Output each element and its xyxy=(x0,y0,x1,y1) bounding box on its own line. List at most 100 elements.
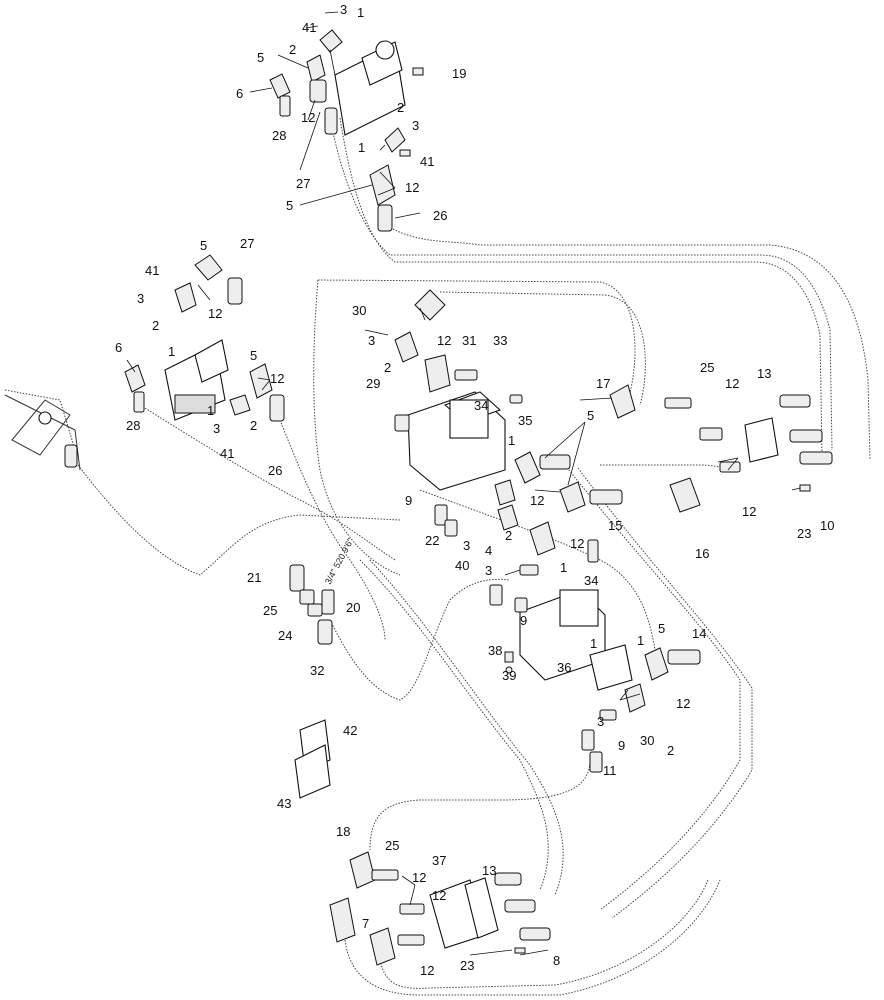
lower-fitting-3 xyxy=(599,709,617,721)
callout-26: 26 xyxy=(268,463,282,478)
right-manifold xyxy=(664,394,833,492)
upper-fitting-31 xyxy=(424,354,451,393)
callout-12: 12 xyxy=(420,963,434,978)
callout-7: 7 xyxy=(362,916,369,931)
center-fitting-5b xyxy=(559,481,586,513)
callout-3: 3 xyxy=(412,118,419,133)
callout-32: 32 xyxy=(310,663,324,678)
left-center-adapters xyxy=(289,564,335,645)
callout-12: 12 xyxy=(270,371,284,386)
bottom-elbow-18 xyxy=(349,851,376,889)
callout-13: 13 xyxy=(757,366,771,381)
callout-30: 30 xyxy=(640,733,654,748)
upper-fitting-9 xyxy=(434,504,448,526)
callout-5: 5 xyxy=(587,408,594,423)
hose-diag-2 xyxy=(359,559,549,891)
hose-left-run xyxy=(313,279,401,576)
left-fitting-5 xyxy=(194,254,223,281)
callout-1: 1 xyxy=(207,403,214,418)
lower-block-plate xyxy=(589,644,633,691)
hose-top-long-3 xyxy=(384,224,871,461)
upper-fitting-12 xyxy=(414,289,446,321)
lower-fitting-12 xyxy=(624,683,646,713)
callout-1: 1 xyxy=(590,636,597,651)
lower-fitting-5 xyxy=(644,647,669,681)
callout-12: 12 xyxy=(301,110,315,125)
top-hose-end-27 xyxy=(324,107,338,135)
manifold-13-plate xyxy=(744,417,779,463)
callout-42: 42 xyxy=(343,723,357,738)
callout-41: 41 xyxy=(220,446,234,461)
hose-top-long-2 xyxy=(339,117,823,456)
callout-12: 12 xyxy=(208,306,222,321)
callout-3: 3 xyxy=(213,421,220,436)
callout-16: 16 xyxy=(695,546,709,561)
bottom-screw-8 xyxy=(514,947,526,954)
upper-fitting-40 xyxy=(444,519,458,537)
top-valve-cap xyxy=(375,40,395,60)
hose-bottom-loop xyxy=(369,759,591,851)
callout-12: 12 xyxy=(432,888,446,903)
callout-18: 18 xyxy=(336,824,350,839)
callout-27: 27 xyxy=(296,176,310,191)
callout-9: 9 xyxy=(405,493,412,508)
center-fitting-15b xyxy=(587,539,599,563)
callout-6: 6 xyxy=(236,86,243,101)
left-valve-solenoid xyxy=(194,339,229,383)
hose-left-down xyxy=(279,419,386,641)
hose-to-manifold-right xyxy=(600,464,741,471)
callout-2: 2 xyxy=(384,360,391,375)
callout-19: 19 xyxy=(452,66,466,81)
callout-1: 1 xyxy=(560,560,567,575)
left-hose-end-27 xyxy=(227,277,243,305)
top-elbow-6 xyxy=(269,73,291,99)
upper-adapter-33 xyxy=(454,369,478,381)
callout-30: 30 xyxy=(352,303,366,318)
callout-9: 9 xyxy=(520,613,527,628)
lower-fitting-9c xyxy=(581,729,595,751)
upper-solenoid-34 xyxy=(449,399,489,439)
callout-25: 25 xyxy=(385,838,399,853)
top-adapter-12 xyxy=(309,79,327,103)
callout-1: 1 xyxy=(168,344,175,359)
callout-43: 43 xyxy=(277,796,291,811)
callout-29: 29 xyxy=(366,376,380,391)
callout-11: 11 xyxy=(603,763,617,778)
bottom-elbow-7 xyxy=(369,927,396,966)
callout-34: 34 xyxy=(584,573,598,588)
callout-41: 41 xyxy=(420,154,434,169)
lower-fitting-9b xyxy=(514,597,528,613)
callout-1: 1 xyxy=(358,140,365,155)
callout-3: 3 xyxy=(597,714,604,729)
callout-36: 36 xyxy=(557,660,571,675)
top-hose-end-28 xyxy=(279,95,291,117)
top-elbow-2b xyxy=(384,127,406,153)
hose-mid-loop-2 xyxy=(439,291,646,406)
center-fittings xyxy=(494,384,701,576)
plug-38 xyxy=(504,651,514,663)
callout-12: 12 xyxy=(412,870,426,885)
hose-left-crossover xyxy=(77,464,401,576)
lower-hose-end-14 xyxy=(667,649,701,665)
callout-12: 12 xyxy=(570,536,584,551)
top-valve-assembly xyxy=(269,29,424,232)
fitting-17 xyxy=(609,384,636,419)
left-hose-end-26 xyxy=(269,394,285,422)
manifold-fitting-12 xyxy=(699,427,723,441)
center-valve-block-lower xyxy=(489,584,701,773)
top-elbow-2 xyxy=(319,29,343,53)
callout-38: 38 xyxy=(488,643,502,658)
callout-28: 28 xyxy=(126,418,140,433)
hose-tl-corner xyxy=(4,389,76,451)
callout-39: 39 xyxy=(502,668,516,683)
callout-28: 28 xyxy=(272,128,286,143)
bracket-assembly xyxy=(294,719,331,799)
callout-12: 12 xyxy=(676,696,690,711)
frame-line-1 xyxy=(4,394,81,471)
washer-39 xyxy=(505,666,513,674)
callout-12: 12 xyxy=(725,376,739,391)
adapter-25 xyxy=(299,589,315,605)
callout-3: 3 xyxy=(463,538,470,553)
left-elbow-2b xyxy=(229,394,251,416)
callout-34: 34 xyxy=(474,398,488,413)
